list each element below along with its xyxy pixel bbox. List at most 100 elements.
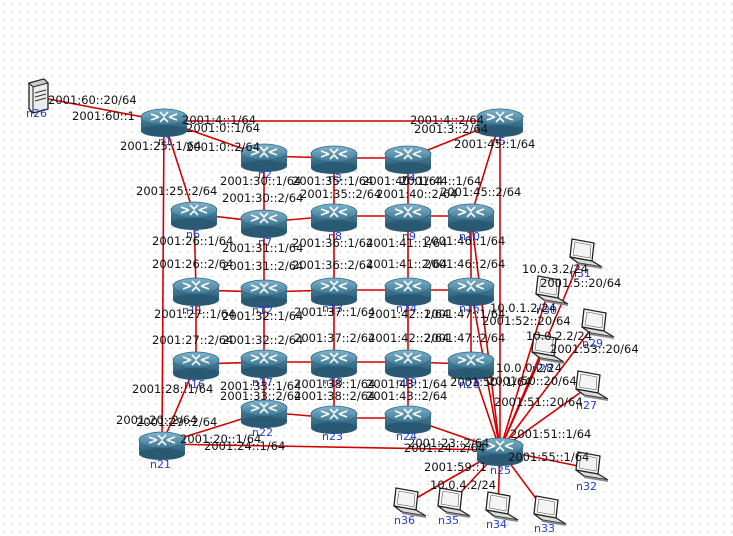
address-label: 2001:41::1/64 — [366, 236, 447, 250]
node-name-n5: n5 — [492, 135, 506, 148]
node-name-n21: n21 — [150, 458, 171, 471]
router-n14[interactable]: n14 — [384, 277, 432, 315]
address-label: 2001:36::2/64 — [292, 258, 373, 272]
node-name-n19: n19 — [396, 376, 417, 389]
address-label: 2001:26::1/64 — [152, 234, 233, 248]
address-label: 2001:31::2/64 — [222, 259, 303, 273]
host-n35[interactable]: n35 — [437, 487, 471, 527]
host-n28[interactable]: n28 — [531, 333, 565, 375]
node-name-n28: n28 — [532, 362, 553, 375]
router-n6[interactable]: n6 — [170, 201, 218, 241]
router-n3[interactable]: n3 — [310, 145, 358, 185]
node-name-n12: n12 — [252, 304, 273, 317]
address-label: 2001:26::2/64 — [152, 257, 233, 271]
router-n11[interactable]: n11 — [172, 277, 220, 317]
router-n2[interactable]: n2 — [240, 143, 288, 181]
router-n12[interactable]: n12 — [240, 279, 288, 317]
address-label: 10.0.0.2/24 — [496, 361, 562, 375]
node-name-n25: n25 — [490, 464, 511, 477]
router-n18[interactable]: n18 — [310, 349, 358, 389]
address-label: 2001:28::1/64 — [132, 382, 213, 396]
link-n21-n25[interactable] — [161, 443, 501, 451]
router-n13[interactable]: n13 — [310, 277, 358, 315]
router-icon — [140, 108, 188, 138]
router-n22[interactable]: n22 — [240, 399, 288, 439]
host-n33[interactable]: n33 — [533, 495, 567, 535]
address-label: 2001:38::1/64 — [294, 377, 375, 391]
router-n7[interactable]: n7 — [240, 209, 288, 249]
address-label: 2001:44::1/64 — [400, 174, 481, 188]
router-n8[interactable]: n8 — [310, 203, 358, 243]
router-n1[interactable]: n1 — [140, 108, 188, 148]
address-label: 2001:59::1 — [424, 460, 487, 474]
node-name-n18: n18 — [322, 376, 343, 389]
router-n24[interactable]: n24 — [384, 405, 432, 443]
host-n27[interactable]: n27 — [575, 370, 609, 412]
host-n30[interactable]: n30 — [535, 275, 569, 317]
address-label: 2001:37::1/64 — [294, 305, 375, 319]
host-n29[interactable]: n29 — [581, 308, 615, 350]
node-name-n13: n13 — [322, 302, 343, 315]
node-name-n31: n31 — [570, 267, 591, 280]
server-icon — [28, 78, 49, 114]
address-label: 2001:24::1/64 — [204, 439, 285, 453]
address-label: 2001:37::2/64 — [294, 331, 375, 345]
node-name-n4: n4 — [402, 172, 416, 185]
node-name-n14: n14 — [396, 302, 417, 315]
node-name-n27: n27 — [576, 399, 597, 412]
host-n34[interactable]: n34 — [485, 491, 519, 531]
address-label: 2001:43::2/64 — [366, 389, 447, 403]
router-icon — [240, 209, 288, 239]
router-n19[interactable]: n19 — [384, 349, 432, 389]
router-icon — [310, 203, 358, 233]
address-label: 2001:53::20/64 — [550, 342, 639, 356]
address-label: 2001:32::2/64 — [222, 333, 303, 347]
router-n17[interactable]: n17 — [240, 349, 288, 389]
address-label: 2001:52::20/64 — [482, 314, 571, 328]
router-n10[interactable]: n10 — [447, 203, 495, 243]
address-label: 2001:42::2/64 — [368, 331, 449, 345]
node-name-n29: n29 — [582, 337, 603, 350]
node-name-n22: n22 — [252, 426, 273, 439]
address-label: 2001:50::20/64 — [488, 374, 577, 388]
router-n16[interactable]: n16 — [172, 351, 220, 391]
node-name-n20: n20 — [459, 378, 480, 391]
address-label: 2001:41::2/64 — [366, 257, 447, 271]
address-label: 2001:32::1/64 — [222, 309, 303, 323]
host-n36[interactable]: n36 — [393, 487, 427, 527]
router-n4[interactable]: n4 — [384, 145, 432, 185]
server-n26[interactable]: n26 — [26, 78, 49, 120]
node-name-n35: n35 — [438, 514, 459, 527]
host-n31[interactable]: n31 — [569, 238, 603, 280]
router-icon — [240, 349, 288, 379]
router-icon — [240, 399, 288, 429]
address-label: 2001:30::2/64 — [222, 191, 303, 205]
address-label: 2001:46::1/64 — [424, 234, 505, 248]
node-name-n3: n3 — [328, 172, 342, 185]
address-label: 2001:55::1/64 — [508, 450, 589, 464]
router-n15[interactable]: n15 — [447, 277, 495, 315]
node-name-n32: n32 — [576, 480, 597, 493]
node-name-n17: n17 — [252, 376, 273, 389]
router-n21[interactable]: n21 — [138, 431, 186, 471]
address-label: 10.0.3.2/24 — [522, 262, 588, 276]
router-n5[interactable]: n5 — [476, 108, 524, 148]
router-n9[interactable]: n9 — [384, 203, 432, 243]
link-n10-n25[interactable] — [470, 215, 501, 451]
address-label: 2001:45::2/64 — [440, 185, 521, 199]
address-label: 2001:40::1/64 — [362, 174, 443, 188]
nodes-layer: n1 n2 n3 n4 n5 n6 n7 n8 n9 n10 n11 n12 n13 n14 n15 n16 n… — [26, 78, 615, 535]
address-label: 2001:35::1/64 — [292, 174, 373, 188]
router-n20[interactable]: n20 — [447, 351, 495, 391]
link-n1-n21[interactable] — [161, 120, 165, 445]
host-n32[interactable]: n32 — [575, 451, 609, 493]
address-label: 10.0.2.2/24 — [526, 329, 592, 343]
link-n25-n29[interactable] — [499, 324, 595, 451]
router-n25[interactable]: n25 — [476, 437, 524, 477]
link-n25-n30[interactable] — [499, 291, 549, 451]
node-name-n9: n9 — [402, 230, 416, 243]
address-label: 10.0.1.2/24 — [490, 301, 556, 315]
node-name-n15: n15 — [459, 302, 480, 315]
router-n23[interactable]: n23 — [310, 405, 358, 443]
